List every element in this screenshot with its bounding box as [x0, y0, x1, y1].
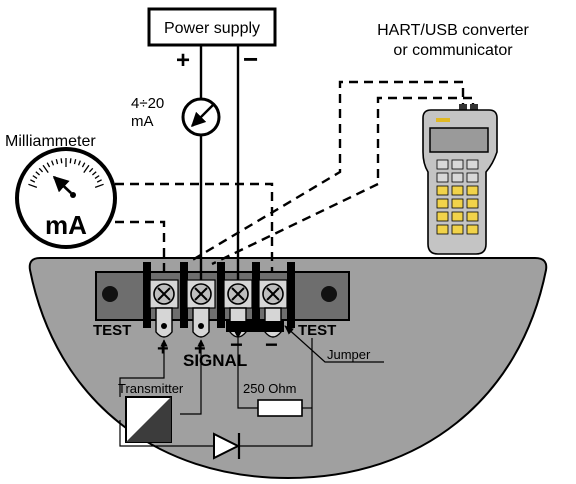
current-range-label: 4÷20 [131, 95, 164, 112]
terminal-separators [143, 262, 295, 328]
meter-scale-tick [83, 164, 90, 173]
meter-scale-tick [94, 183, 104, 189]
resistor-label: 250 Ohm [243, 381, 296, 396]
meter-scale-tick [60, 158, 63, 164]
meter-scale-tick [91, 171, 97, 176]
current-range-unit: mA [131, 113, 154, 130]
jumper-leader [284, 325, 384, 363]
keypad-key [436, 198, 449, 209]
keypad-key [436, 172, 449, 183]
meter-scale-tick [51, 160, 55, 166]
keypad-key [466, 211, 479, 222]
internal-circuit [119, 331, 313, 460]
keypad-key [451, 224, 464, 235]
communicator-screen [429, 127, 489, 153]
converter-lead [188, 80, 465, 264]
keypad-key [466, 224, 479, 235]
mounting-hole-left [102, 286, 118, 302]
keypad-key [466, 159, 479, 170]
keypad-key [436, 211, 449, 222]
jumper-label: Jumper [327, 347, 371, 362]
meter-scale-tick [46, 162, 51, 168]
test-tab [155, 307, 173, 338]
supply-minus-label: − [243, 44, 258, 74]
terminal-minus-label: − [265, 332, 278, 357]
meter-scale-tick [69, 158, 72, 164]
keypad-key [436, 159, 449, 170]
test-label-left: TEST [93, 322, 131, 339]
keypad-key [436, 224, 449, 235]
meter-unit-label: mA [45, 210, 87, 240]
mounting-hole-right [321, 286, 337, 302]
test-label-right: TEST [298, 322, 336, 339]
terminal-screw [149, 279, 179, 309]
meter-scale-tick [28, 183, 38, 189]
jumper-bar [226, 321, 284, 332]
power-supply-label: Power supply [164, 20, 260, 37]
keypad-key [466, 172, 479, 183]
keypad-key [466, 198, 479, 209]
test-tab [192, 307, 210, 338]
converter-lead [211, 96, 475, 266]
keypad-key [466, 185, 479, 196]
meter-scale-tick [73, 159, 77, 165]
terminal-screw [223, 279, 253, 309]
terminal-plus-label: + [194, 338, 206, 360]
meter-scale-tick [94, 175, 100, 179]
keypad-key [451, 172, 464, 183]
milliammeter-label: Milliammeter [5, 133, 96, 150]
converter-label: HART/USB converter [377, 22, 529, 39]
meter-scale-tick [35, 171, 41, 176]
meter-scale-tick [88, 167, 94, 173]
meter-scale-tick [81, 162, 86, 168]
meter-scale-tick [38, 167, 44, 173]
meter-lead [115, 182, 274, 272]
power-supply-box [147, 7, 277, 47]
terminal-screw [258, 279, 288, 309]
meter-lead [115, 220, 166, 272]
converter-sublabel: or communicator [393, 42, 513, 59]
supply-plus-label: + [176, 47, 190, 74]
keypad-key [451, 198, 464, 209]
signal-label: SIGNAL [183, 351, 247, 370]
keypad-key [451, 211, 464, 222]
meter-scale-tick [30, 179, 36, 183]
current-indicator [181, 97, 221, 137]
meter-scale-tick [96, 179, 102, 183]
terminal-screw [186, 279, 216, 309]
milliammeter [15, 147, 117, 249]
keypad-key [451, 159, 464, 170]
terminal-plus-label: + [157, 338, 169, 360]
meter-scale-tick [77, 160, 81, 166]
keypad-key [451, 185, 464, 196]
keypad-key [436, 185, 449, 196]
meter-scale-tick [32, 175, 38, 179]
meter-scale-tick [55, 159, 59, 165]
meter-scale-tick [42, 164, 49, 173]
transmitter-label: Transmitter [118, 381, 184, 396]
hart-communicator [422, 104, 498, 255]
